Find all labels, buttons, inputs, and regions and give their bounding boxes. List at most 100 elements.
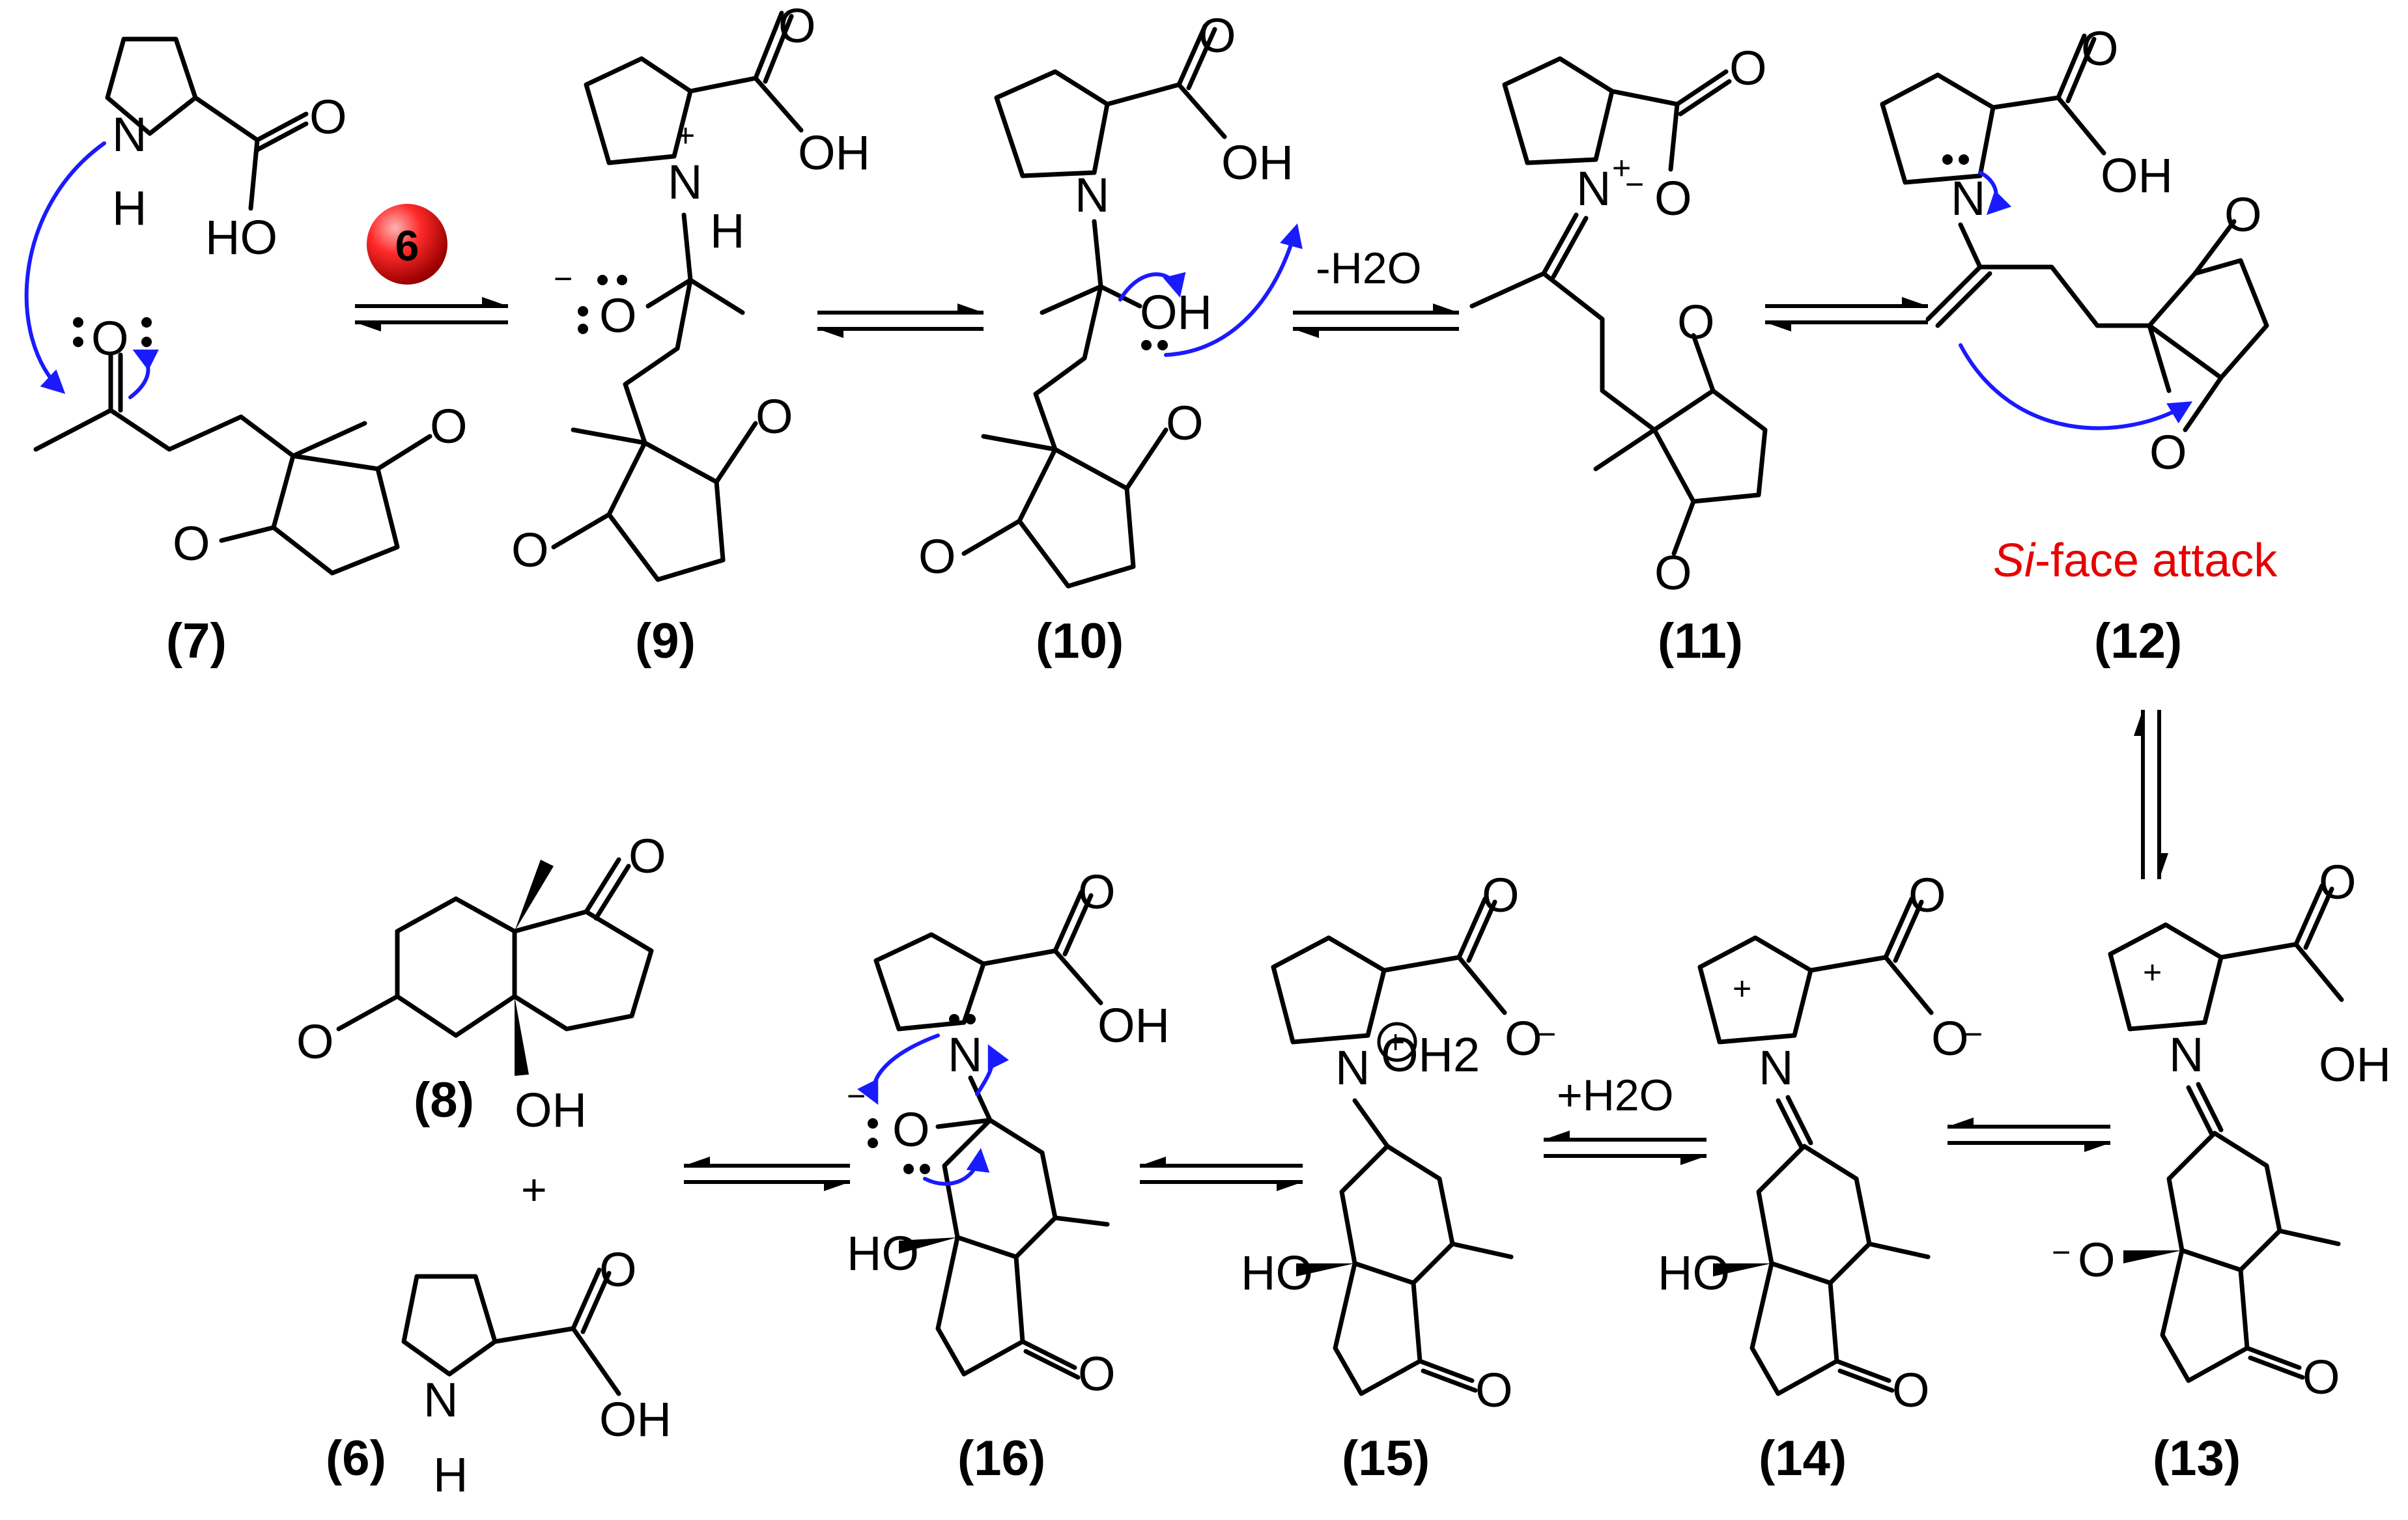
carbonyl-o: O [1729,41,1767,95]
equilibrium-arrow-12-13 [2134,710,2168,879]
n-atom: N [948,1028,982,1082]
compound-8: O O OH (8) [296,829,666,1137]
carboxylate-o: O [1931,1011,1969,1065]
label-14: (14) [1759,1431,1847,1486]
label-7: (7) [166,613,227,669]
ketone-o-1: O [629,829,666,883]
equilibrium-arrow-10-11: -H2O [1293,244,1459,338]
oh-group: OH [2319,1037,2391,1091]
oh-group: OH [2101,148,2173,203]
carbonyl-o: O [1482,868,1520,922]
oh-group: OH [515,1083,587,1137]
equilibrium-arrow-11-12 [1765,297,1928,331]
alkoxide-o: O [2078,1233,2116,1287]
oh-group: OH [798,126,870,180]
plus-water-condition: +H2O [1557,1071,1674,1120]
label-6: (6) [326,1431,386,1486]
dione-oxygen-2: O [511,523,549,577]
carboxylate-o: O [1505,1011,1542,1065]
label-9: (9) [635,613,696,669]
enamine-n: N [1951,171,1985,225]
compound-12: N O OH O O Si-face attack (12) [1880,21,2278,669]
plus-charge: + [1386,1024,1405,1060]
plus-charge: + [2143,954,2162,991]
ketone-o-2: O [296,1015,334,1069]
equilibrium-arrow-14-13 [1948,1118,2110,1152]
equilibrium-arrow-16-15 [1140,1157,1303,1191]
minus-charge: − [1537,1016,1556,1052]
dione-oxygen-1: O [1166,396,1204,450]
label-11: (11) [1658,613,1743,669]
ketone-oxygen: O [91,311,129,365]
carbonyl-o: O [599,1243,637,1297]
n-plus-atom: N [668,155,702,209]
label-16: (16) [957,1431,1045,1486]
dione-oxygen-2: O [918,529,956,584]
label-12: (12) [2094,613,2182,669]
minus-charge: − [1625,166,1644,203]
equilibrium-arrow-7-9 [355,297,508,331]
n-atom: N [423,1373,458,1427]
iminium-n: N [1576,162,1611,216]
ho-group: HO [1241,1246,1313,1300]
ketone-o: O [1892,1363,1930,1417]
dione-oxygen-2: O [2149,425,2187,479]
ketone-o: O [1078,1347,1116,1401]
label-8: (8) [414,1073,474,1128]
oh-group: OH [1098,998,1170,1052]
n-atom: N [112,107,147,162]
ho-group: HO [1658,1246,1730,1300]
ketone-o: O [2302,1350,2340,1404]
compound-11: N + O O − O O (11) [1469,41,1768,669]
h-atom: H [710,204,744,258]
minus-charge: − [1964,1016,1983,1052]
oh-group: OH [599,1392,672,1446]
o-atom: O [309,90,347,144]
equilibrium-arrow-8-16 [684,1157,850,1191]
ketone-o: O [1475,1363,1513,1417]
plus-sign: + [521,1165,547,1215]
compound-6: N H O OH (6) [326,1243,672,1502]
iminium-n: N [1759,1041,1793,1095]
dione-oxygen-1: O [1677,295,1715,349]
catalyst-6-badge: 6 [367,204,447,285]
hydroxyl-oh: OH [1140,285,1212,339]
si-face-annotation: Si-face attack [1993,535,2278,587]
alkoxide-o: O [599,289,637,343]
iminium-n: N [2169,1028,2203,1082]
compound-16: N O OH O − HO O (16) [847,865,1170,1486]
label-10: (10) [1036,613,1124,669]
carbonyl-o: O [2319,855,2357,909]
catalyst-number: 6 [395,221,419,270]
h-atom: H [112,181,147,235]
oh-group: OH [1221,135,1294,190]
compound-13: + N O OH O − O (13) [2052,855,2391,1486]
equilibrium-arrow-15-14: +H2O [1544,1071,1707,1165]
dione-oxygen-2: O [173,516,210,570]
h-atom: H [433,1448,468,1502]
label-13: (13) [2153,1431,2241,1486]
carbonyl-o: O [1908,868,1946,922]
plus-charge: + [676,117,695,154]
equilibrium-arrow-9-10 [817,303,984,338]
compound-7: N H O HO O O O (7) [24,36,468,669]
minus-water-condition: -H2O [1316,244,1421,293]
oh2-group: OH2 [1381,1028,1480,1082]
dione-oxygen-1: O [430,399,468,453]
minus-charge: − [554,260,573,297]
alkoxide-o: O [892,1103,930,1157]
compound-10: N O OH OH O O (10) [918,8,1303,669]
compound-15: + N O O − OH2 HO O (15) [1241,868,1556,1486]
compound-14: + N O O − HO O (14) [1658,868,1983,1486]
ho-group: HO [847,1226,919,1280]
carbonyl-o: O [778,0,816,53]
label-15: (15) [1342,1431,1430,1486]
dione-oxygen-1: O [756,389,793,443]
plus-charge: + [1733,970,1751,1007]
plus-charge: + [1612,150,1631,186]
dione-oxygen-1: O [2224,188,2262,242]
carbonyl-o: O [1198,8,1236,63]
carbonyl-o: O [2081,21,2119,76]
carboxylate-o: O [1654,171,1692,225]
